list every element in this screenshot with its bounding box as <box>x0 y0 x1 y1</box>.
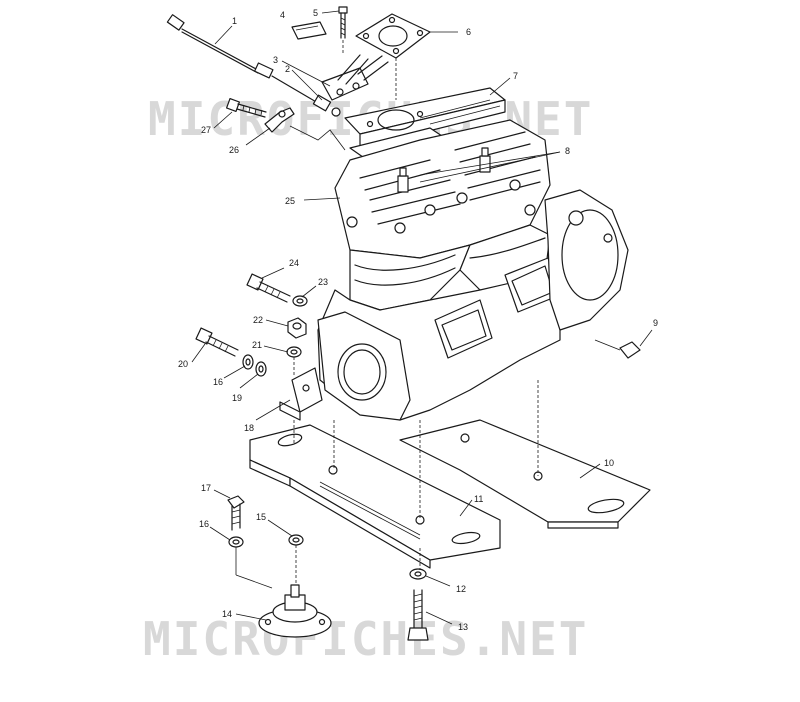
svg-text:18: 18 <box>244 423 254 433</box>
callout-7: 7 <box>489 71 518 96</box>
callout-4: 4 <box>280 10 285 20</box>
svg-text:6: 6 <box>466 27 471 37</box>
svg-text:16: 16 <box>213 377 223 387</box>
callout-17: 17 <box>201 483 231 499</box>
svg-text:12: 12 <box>456 584 466 594</box>
callout-2: 2 <box>285 64 323 101</box>
svg-text:27: 27 <box>201 125 211 135</box>
mount-plate-11 <box>249 424 501 569</box>
callout-19: 19 <box>232 373 259 403</box>
svg-text:16: 16 <box>199 519 209 529</box>
svg-text:17: 17 <box>201 483 211 493</box>
callout-12: 12 <box>425 575 466 594</box>
watermark-bottom: MICROFICHES.NET <box>143 612 588 666</box>
intake-gasket <box>355 13 431 100</box>
callout-15: 15 <box>256 512 293 537</box>
callout-13: 13 <box>425 611 468 632</box>
washer-21 <box>286 346 302 375</box>
svg-text:25: 25 <box>285 196 295 206</box>
svg-text:13: 13 <box>458 622 468 632</box>
washer-16a <box>242 354 254 370</box>
callout-16a: 16 <box>213 365 246 387</box>
bracket-18 <box>279 367 323 444</box>
throttle-bracket <box>321 54 389 101</box>
callout-3: 3 <box>273 55 331 87</box>
bolt-17 <box>227 495 245 531</box>
svg-text:20: 20 <box>178 359 188 369</box>
plug-9 <box>594 339 641 359</box>
throttle-cable <box>166 14 319 104</box>
callout-21: 21 <box>252 340 289 353</box>
svg-text:15: 15 <box>256 512 266 522</box>
clamp-26 <box>264 107 295 133</box>
callout-1: 1 <box>214 16 237 45</box>
callout-16b: 16 <box>199 519 231 541</box>
callout-20: 20 <box>178 343 206 369</box>
washer-12 <box>409 568 427 580</box>
callout-18: 18 <box>244 399 291 433</box>
mount-plate-10 <box>399 419 651 529</box>
svg-text:23: 23 <box>318 277 328 287</box>
bolt-5 <box>338 6 348 55</box>
svg-text:11: 11 <box>474 494 483 504</box>
callout-27: 27 <box>201 111 233 135</box>
callout-25: 25 <box>285 196 341 206</box>
svg-text:3: 3 <box>273 55 278 65</box>
svg-text:10: 10 <box>604 458 614 468</box>
bolt-24 <box>246 273 291 303</box>
svg-text:22: 22 <box>253 315 263 325</box>
nut-22 <box>287 317 307 339</box>
engine-block <box>317 119 629 421</box>
svg-text:24: 24 <box>289 258 299 268</box>
washer-15 <box>288 534 304 585</box>
svg-text:19: 19 <box>232 393 242 403</box>
svg-text:21: 21 <box>252 340 262 350</box>
callout-9: 9 <box>639 318 658 347</box>
callout-8: 8 <box>419 146 570 183</box>
callout-26: 26 <box>229 127 271 155</box>
callout-11: 11 <box>459 494 483 517</box>
svg-text:8: 8 <box>565 146 570 156</box>
callout-6: 6 <box>430 27 471 37</box>
svg-text:5: 5 <box>313 8 318 18</box>
washer-16b <box>228 536 273 589</box>
washer-19 <box>255 361 267 377</box>
bolt-13 <box>407 589 429 641</box>
gasket-small <box>291 21 327 40</box>
callout-23: 23 <box>301 277 328 298</box>
callout-14: 14 <box>222 609 267 621</box>
motor-mount-14 <box>258 584 332 638</box>
callout-22: 22 <box>253 315 289 327</box>
bolt-20 <box>195 327 239 357</box>
svg-text:4: 4 <box>280 10 285 20</box>
svg-text:7: 7 <box>513 71 518 81</box>
screw-27 <box>225 97 267 118</box>
washer-23 <box>292 295 308 307</box>
callout-24: 24 <box>261 258 299 279</box>
callout-10: 10 <box>579 458 614 479</box>
svg-text:14: 14 <box>222 609 232 619</box>
fitting-2 <box>312 94 341 117</box>
svg-text:2: 2 <box>285 64 290 74</box>
callout-5: 5 <box>313 8 340 18</box>
svg-text:26: 26 <box>229 145 239 155</box>
svg-text:9: 9 <box>653 318 658 328</box>
svg-text:1: 1 <box>232 16 237 26</box>
